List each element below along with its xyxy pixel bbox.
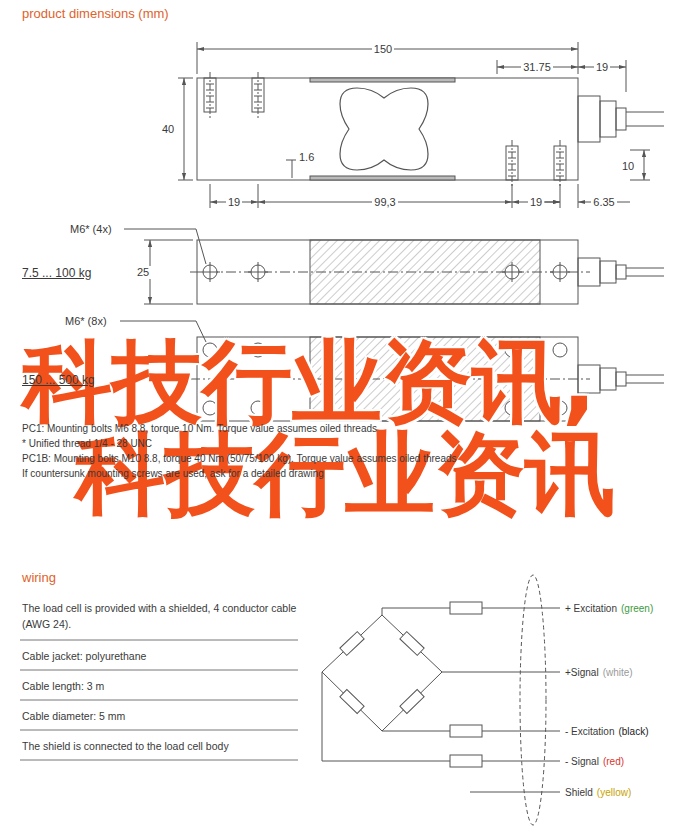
dimension-value: 6.35 bbox=[591, 196, 616, 209]
mounting-note: PC1B: Mounting bolts M10 8.8, torque 40 … bbox=[22, 453, 457, 465]
mounting-note: PC1: Mounting bolts M6 8.8, torque 10 Nm… bbox=[22, 423, 377, 435]
mounting-note: * Unified thread 1/4 - 28 UNC bbox=[22, 438, 152, 450]
dimension-value: 19 bbox=[528, 196, 544, 209]
signal-name: - Signal bbox=[565, 755, 599, 768]
wire-color: (black) bbox=[618, 725, 648, 738]
capacity-range: 7.5 ... 100 kg bbox=[22, 266, 91, 281]
dimension-value: 10 bbox=[622, 160, 634, 173]
dimension-value: 150 bbox=[372, 43, 394, 56]
signal-name: +Signal bbox=[565, 666, 599, 679]
callout-label: M6* (8x) bbox=[65, 315, 107, 328]
cable-spec: Cable length: 3 m bbox=[22, 678, 104, 694]
mounting-note: If countersunk mounting screws are used,… bbox=[22, 468, 324, 480]
section-heading: wiring bbox=[22, 570, 56, 586]
dimension-value: 99,3 bbox=[372, 196, 397, 209]
callout-label: M6* (4x) bbox=[70, 223, 112, 236]
dimension-value: 19 bbox=[594, 61, 610, 74]
capacity-range: 150 ... 500 kg bbox=[22, 373, 95, 388]
cable-spec: The shield is connected to the load cell… bbox=[22, 738, 229, 754]
signal-name: - Excitation bbox=[565, 725, 614, 738]
wire-color: (white) bbox=[603, 666, 633, 679]
signal-name: Shield bbox=[565, 786, 593, 799]
wire-color: (red) bbox=[603, 755, 624, 768]
dimension-value: 25 bbox=[135, 266, 151, 279]
dimension-value: 31.75 bbox=[521, 61, 553, 74]
cable-spec: The load cell is provided with a shielde… bbox=[22, 600, 302, 632]
dimension-value: 40 bbox=[160, 123, 176, 136]
dimension-value: 19 bbox=[226, 196, 242, 209]
signal-name: + Excitation bbox=[565, 602, 617, 615]
wire-color: (green) bbox=[621, 602, 653, 615]
wire-color: (yellow) bbox=[597, 786, 631, 799]
dimension-value: 1.6 bbox=[299, 151, 314, 164]
watermark: 科技行业资讯, bbox=[22, 336, 596, 428]
section-heading: product dimensions (mm) bbox=[22, 6, 169, 22]
cable-spec: Cable diameter: 5 mm bbox=[22, 708, 125, 724]
cable-spec: Cable jacket: polyurethane bbox=[22, 648, 146, 664]
